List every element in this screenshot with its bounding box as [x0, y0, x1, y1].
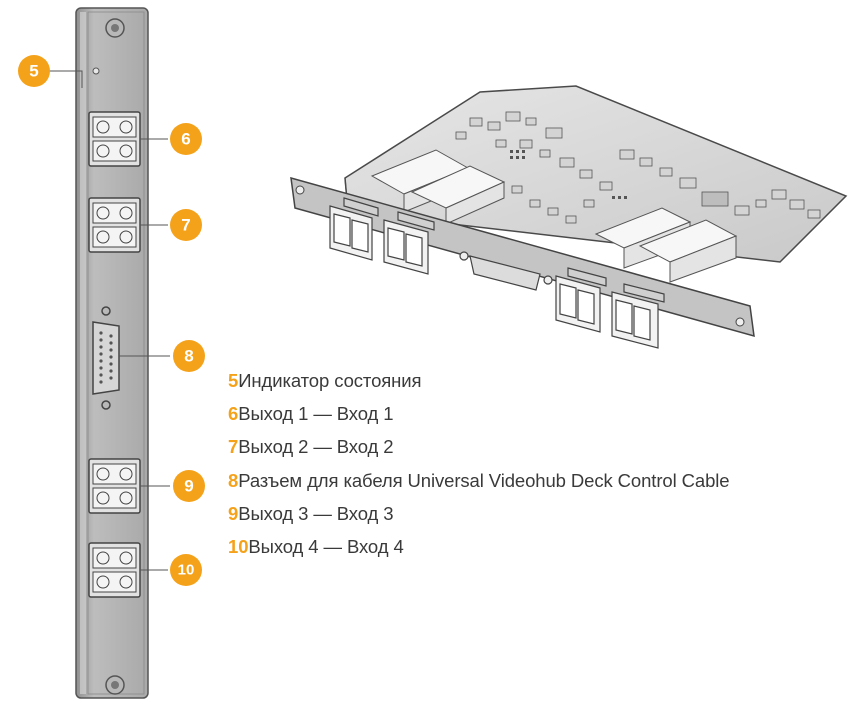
legend-item-9: 9Выход 3 — Вход 3 — [228, 503, 730, 525]
callout-10: 10 — [170, 554, 202, 586]
callout-6: 6 — [170, 123, 202, 155]
callout-8-label: 8 — [184, 347, 193, 366]
legend-label: Выход 3 — Вход 3 — [238, 502, 394, 524]
port-3 — [88, 458, 141, 514]
legend-number: 6 — [228, 403, 239, 425]
legend-number: 10 — [228, 535, 249, 557]
legend-item-6: 6Выход 1 — Вход 1 — [228, 403, 730, 425]
leader-lines — [46, 70, 170, 571]
callout-6-label: 6 — [181, 130, 190, 149]
legend-number: 5 — [228, 370, 239, 391]
callout-10-label: 10 — [178, 562, 195, 579]
legend-item-10: 10Выход 4 — Вход 4 — [228, 536, 730, 558]
callout-5: 5 — [18, 55, 50, 87]
deck-control-connector — [92, 306, 120, 410]
legend-label: Выход 2 — Вход 2 — [238, 436, 394, 458]
port-1 — [88, 111, 141, 167]
legend-number: 8 — [228, 469, 239, 491]
card-isometric-illustration — [290, 85, 848, 349]
callout-9: 9 — [173, 470, 205, 502]
callout-5-label: 5 — [29, 62, 38, 81]
port-2 — [88, 197, 141, 253]
legend-item-8: 8Разъем для кабеля Universal Videohub De… — [228, 470, 730, 492]
legend-label: Разъем для кабеля Universal Videohub Dec… — [238, 469, 730, 491]
status-led — [92, 67, 100, 75]
top-screw-icon — [105, 18, 125, 38]
callout-7-label: 7 — [181, 216, 190, 235]
legend-number: 9 — [228, 502, 239, 524]
legend-number: 7 — [228, 436, 239, 458]
callout-8: 8 — [173, 340, 205, 372]
legend-label: Выход 1 — Вход 1 — [238, 403, 394, 425]
callout-9-label: 9 — [184, 477, 193, 496]
legend-item-7: 7Выход 2 — Вход 2 — [228, 436, 730, 458]
legend-item-5: 5Индикатор состояния — [228, 370, 730, 392]
legend-label: Индикатор состояния — [238, 370, 422, 391]
callout-7: 7 — [170, 209, 202, 241]
port-4 — [88, 542, 141, 598]
legend-list: 5Индикатор состояния 6Выход 1 — Вход 1 7… — [228, 370, 730, 569]
bottom-screw-icon — [105, 675, 125, 695]
legend-label: Выход 4 — Вход 4 — [248, 535, 404, 557]
